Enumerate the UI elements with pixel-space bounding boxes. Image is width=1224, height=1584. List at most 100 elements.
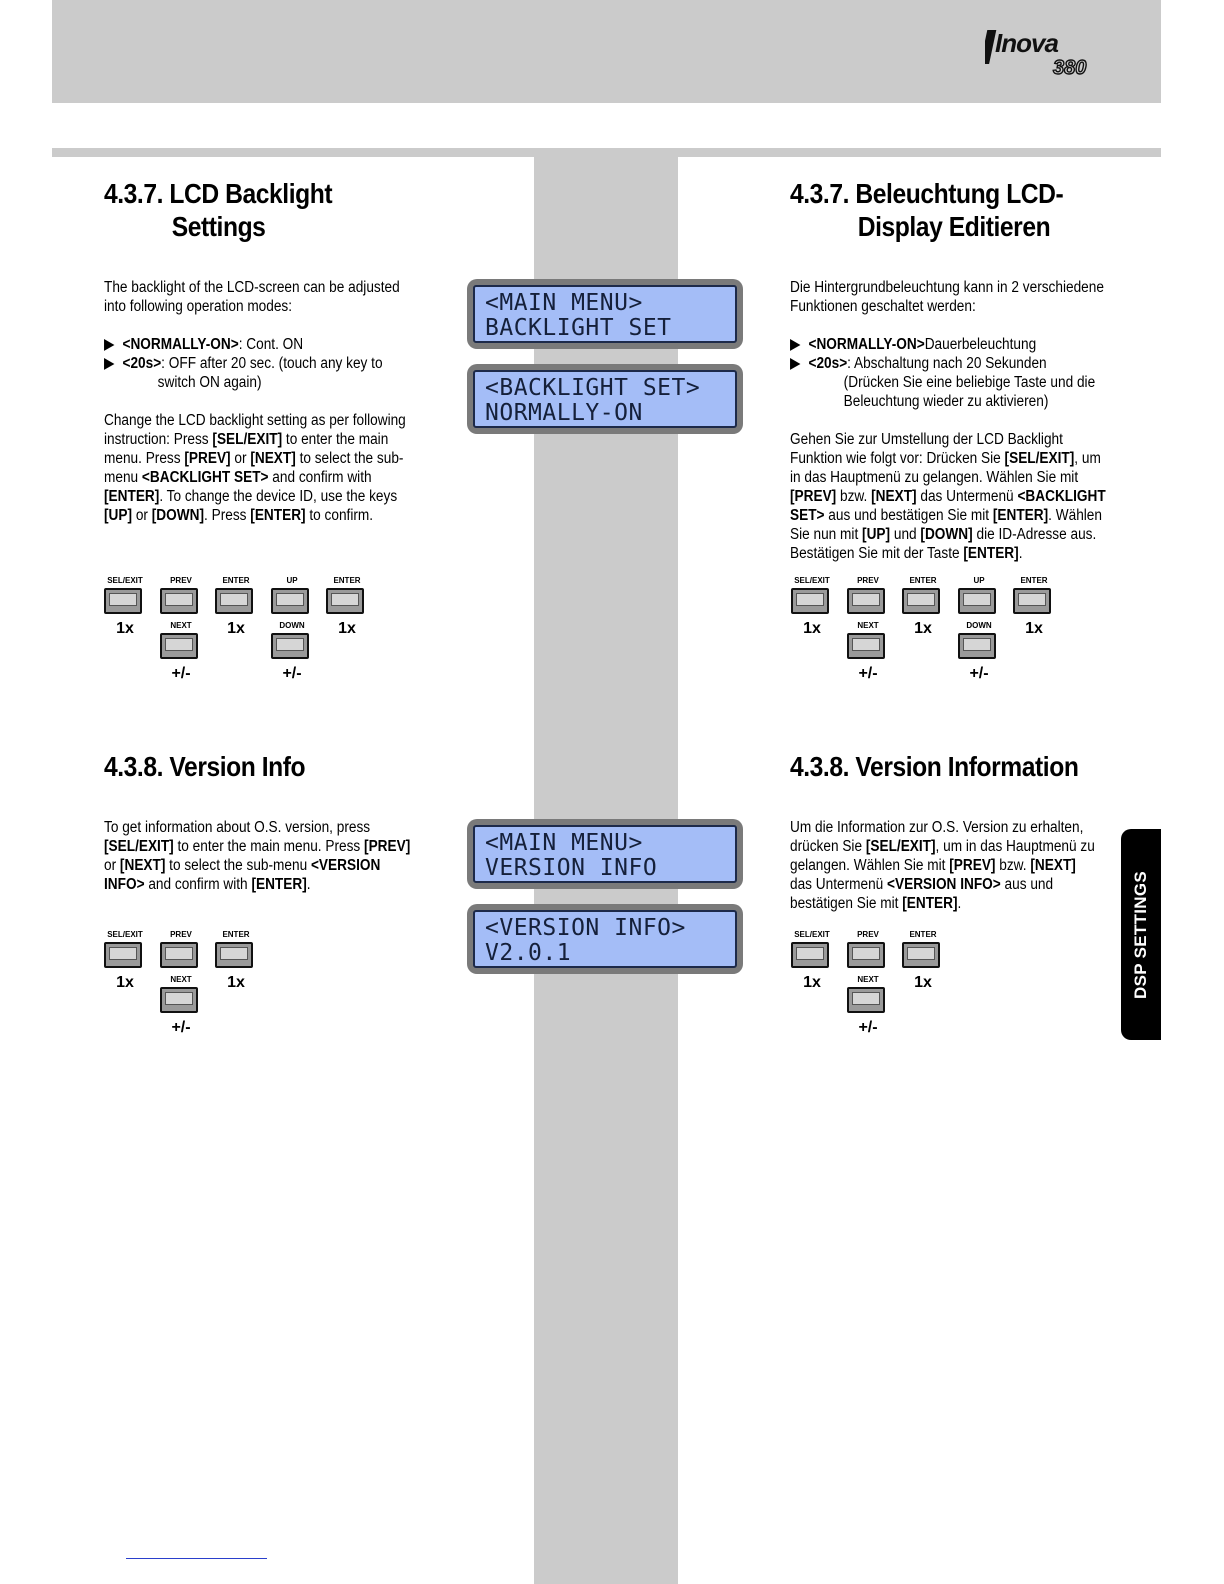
dsp-settings-tab-label: DSP SETTINGS <box>1131 870 1150 999</box>
bullet-arrow-icon: ▶ <box>104 336 115 353</box>
section-heading-backlight-de: 4.3.7. Beleuchtung LCD- Display Editiere… <box>790 178 1064 242</box>
prev-key <box>847 942 885 968</box>
key-label-sel-exit: SEL/EXIT <box>107 930 143 939</box>
version-de-body: Um die Information zur O.S. Version zu e… <box>790 818 1098 913</box>
key-label-down: DOWN <box>966 621 992 630</box>
keypad-backlight-de: SEL/EXIT PREV ENTER UP ENTER 1x NEXT 1x … <box>787 574 1067 684</box>
version-de-instructions: Um die Information zur O.S. Version zu e… <box>790 819 1095 912</box>
lcd-display-main-menu-backlight: <MAIN MENU> BACKLIGHT SET <box>467 279 743 349</box>
bullet-arrow-icon: ▶ <box>104 355 115 372</box>
version-en-body: To get information about O.S. version, p… <box>104 818 418 894</box>
dsp-settings-tab[interactable]: DSP SETTINGS <box>1121 829 1161 1040</box>
lcd-line-1: <VERSION INFO> <box>485 915 686 941</box>
lcd-display-backlight-set: <BACKLIGHT SET> NORMALLY-ON <box>467 364 743 434</box>
lcd-line-2: V2.0.1 <box>485 940 572 966</box>
sel-exit-key <box>104 942 142 968</box>
logo-model: 380 <box>1053 57 1086 79</box>
key-label-next: NEXT <box>857 621 879 630</box>
bullet-arrow-icon: ▶ <box>790 336 801 353</box>
backlight-de-body: Die Hintergrundbeleuchtung kann in 2 ver… <box>790 278 1110 563</box>
lcd-line-2: NORMALLY-ON <box>485 400 643 426</box>
logo-word: Inova <box>995 28 1058 58</box>
press-count: 1x <box>914 620 932 637</box>
prev-key <box>847 588 885 614</box>
version-en-instructions: To get information about O.S. version, p… <box>104 819 411 893</box>
down-key <box>271 633 309 659</box>
up-key <box>958 588 996 614</box>
key-label-up: UP <box>973 576 985 585</box>
sel-exit-key <box>104 588 142 614</box>
press-count: 1x <box>803 974 821 991</box>
header-band <box>52 0 1161 103</box>
backlight-de-bullet-1: ▶<NORMALLY-ON>Dauerbeleuchtung <box>790 336 1037 353</box>
key-label-prev: PREV <box>857 576 879 585</box>
keypad-version-en: SEL/EXIT PREV ENTER 1x NEXT 1x +/- <box>100 928 380 1038</box>
keypad-backlight-en: SEL/EXIT PREV ENTER UP ENTER 1x NEXT 1x … <box>100 574 380 684</box>
lcd-line-1: <MAIN MENU> <box>485 830 643 856</box>
key-label-enter: ENTER <box>222 930 250 939</box>
key-label-down: DOWN <box>279 621 305 630</box>
key-label-prev: PREV <box>857 930 879 939</box>
key-label-sel-exit: SEL/EXIT <box>107 576 143 585</box>
press-plus-minus: +/- <box>858 1019 878 1036</box>
lcd-line-1: <BACKLIGHT SET> <box>485 375 701 401</box>
key-label-enter: ENTER <box>909 930 937 939</box>
next-key <box>847 987 885 1013</box>
enter-key <box>902 588 940 614</box>
section-heading-version-de: 4.3.8. Version Information <box>790 751 1079 782</box>
press-count: 1x <box>227 974 245 991</box>
lcd-line-1: <MAIN MENU> <box>485 290 643 316</box>
key-label-prev: PREV <box>170 576 192 585</box>
press-count: 1x <box>803 620 821 637</box>
sel-exit-key <box>791 942 829 968</box>
press-plus-minus: +/- <box>282 665 302 682</box>
key-label-enter: ENTER <box>333 576 361 585</box>
enter-key <box>902 942 940 968</box>
next-key <box>160 633 198 659</box>
key-label-prev: PREV <box>170 930 192 939</box>
backlight-en-bullet-1: ▶<NORMALLY-ON>: Cont. ON <box>104 336 304 353</box>
backlight-en-body: The backlight of the LCD-screen can be a… <box>104 278 418 525</box>
press-plus-minus: +/- <box>171 665 191 682</box>
press-count: 1x <box>116 620 134 637</box>
inova-380-logo: Inova 380 <box>985 28 1087 80</box>
lcd-line-2: VERSION INFO <box>485 855 658 881</box>
next-key <box>160 987 198 1013</box>
backlight-de-instructions: Gehen Sie zur Umstellung der LCD Backlig… <box>790 431 1106 562</box>
lcd-line-2: BACKLIGHT SET <box>485 315 672 341</box>
press-count: 1x <box>227 620 245 637</box>
key-label-enter: ENTER <box>909 576 937 585</box>
keypad-version-de: SEL/EXIT PREV ENTER 1x NEXT 1x +/- <box>787 928 1067 1038</box>
backlight-en-intro: The backlight of the LCD-screen can be a… <box>104 279 400 315</box>
prev-key <box>160 588 198 614</box>
backlight-en-bullet-2: ▶<20s>: OFF after 20 sec. (touch any key… <box>104 355 383 391</box>
key-label-sel-exit: SEL/EXIT <box>794 576 830 585</box>
enter-key <box>326 588 364 614</box>
bullet-arrow-icon: ▶ <box>790 355 801 372</box>
next-key <box>847 633 885 659</box>
prev-key <box>160 942 198 968</box>
press-plus-minus: +/- <box>969 665 989 682</box>
enter-key <box>215 588 253 614</box>
key-label-enter: ENTER <box>1020 576 1048 585</box>
key-label-enter: ENTER <box>222 576 250 585</box>
key-label-next: NEXT <box>170 975 192 984</box>
backlight-en-instructions: Change the LCD backlight setting as per … <box>104 412 406 524</box>
section-heading-version-en: 4.3.8. Version Info <box>104 751 306 782</box>
press-count: 1x <box>116 974 134 991</box>
lcd-display-version-info: <VERSION INFO> V2.0.1 <box>467 904 743 974</box>
sel-exit-key <box>791 588 829 614</box>
press-count: 1x <box>914 974 932 991</box>
backlight-de-bullet-2: ▶<20s>: Abschaltung nach 20 Sekunden (Dr… <box>790 355 1096 410</box>
key-label-next: NEXT <box>857 975 879 984</box>
key-label-sel-exit: SEL/EXIT <box>794 930 830 939</box>
lcd-display-main-menu-version: <MAIN MENU> VERSION INFO <box>467 819 743 889</box>
key-label-up: UP <box>286 576 298 585</box>
down-key <box>958 633 996 659</box>
press-count: 1x <box>338 620 356 637</box>
enter-key <box>1013 588 1051 614</box>
key-label-next: NEXT <box>170 621 192 630</box>
backlight-de-intro: Die Hintergrundbeleuchtung kann in 2 ver… <box>790 279 1104 315</box>
section-heading-backlight-en: 4.3.7. LCD Backlight Settings <box>104 178 333 242</box>
top-rule <box>52 148 1161 157</box>
